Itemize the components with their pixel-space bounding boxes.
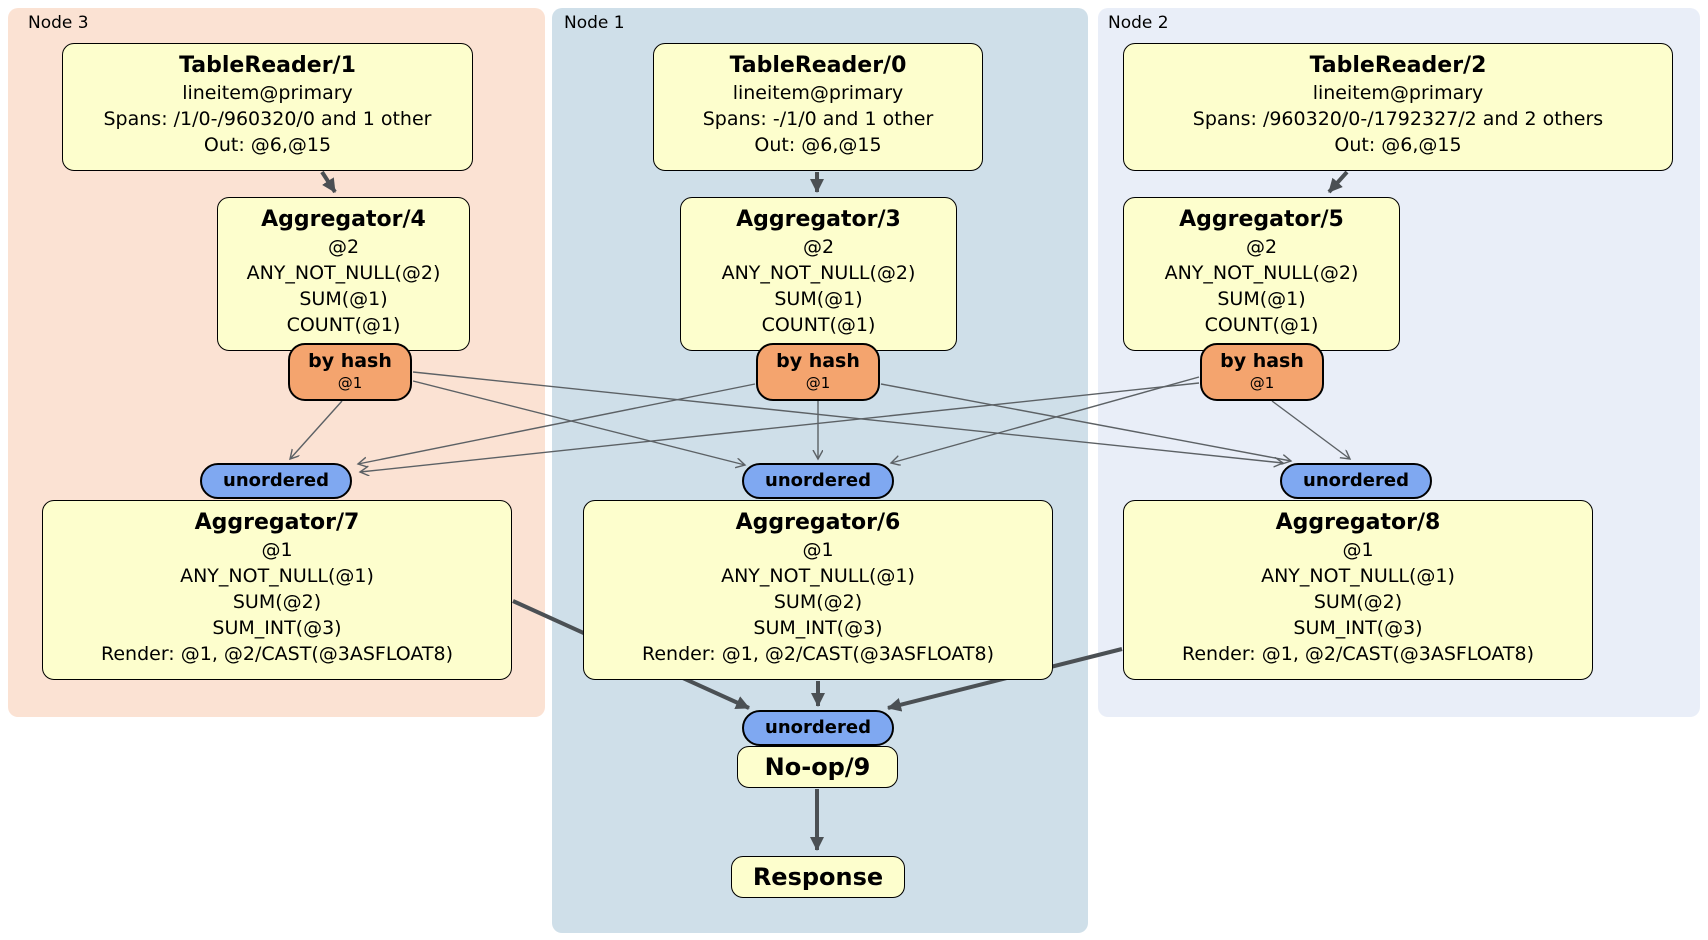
- aggregator3-box: Aggregator/3 @2 ANY_NOT_NULL(@2) SUM(@1)…: [680, 197, 957, 351]
- aggregator6-box: Aggregator/6 @1 ANY_NOT_NULL(@1) SUM(@2)…: [583, 500, 1053, 680]
- aggregator6-line: Render: @1, @2/CAST(@3ASFLOAT8): [642, 643, 994, 665]
- aggregator4-line: COUNT(@1): [286, 314, 401, 336]
- tablereader0-index: lineitem@primary: [732, 82, 904, 104]
- aggregator7-box: Aggregator/7 @1 ANY_NOT_NULL(@1) SUM(@2)…: [42, 500, 512, 680]
- aggregator8-line: SUM_INT(@3): [1293, 617, 1423, 639]
- aggregator7-line: @1: [261, 539, 293, 561]
- aggregator4-title: Aggregator/4: [261, 207, 426, 232]
- sync-label: unordered: [1303, 470, 1409, 491]
- tablereader0-title: TableReader/0: [729, 53, 907, 78]
- noop-title: No-op/9: [764, 753, 871, 781]
- aggregator5-line: ANY_NOT_NULL(@2): [1164, 262, 1359, 284]
- tablereader2-box: TableReader/2 lineitem@primary Spans: /9…: [1123, 43, 1673, 171]
- unordered-sync-node3: unordered: [200, 463, 352, 499]
- aggregator3-line: @2: [802, 236, 835, 258]
- node1-label: Node 1: [564, 13, 625, 33]
- aggregator3-line: SUM(@1): [774, 288, 863, 310]
- aggregator5-line: @2: [1245, 236, 1278, 258]
- tablereader2-index: lineitem@primary: [1312, 82, 1484, 104]
- tablereader1-index: lineitem@primary: [182, 82, 353, 104]
- node2-label: Node 2: [1108, 13, 1169, 33]
- tablereader2-title: TableReader/2: [1309, 53, 1487, 78]
- aggregator7-line: SUM_INT(@3): [212, 617, 342, 639]
- by-hash-router-node2: by hash @1: [1200, 343, 1324, 401]
- aggregator5-line: COUNT(@1): [1204, 314, 1319, 336]
- tablereader1-box: TableReader/1 lineitem@primary Spans: /1…: [62, 43, 473, 171]
- sync-label: unordered: [765, 470, 871, 491]
- sync-label: unordered: [223, 470, 329, 491]
- aggregator7-line: SUM(@2): [232, 591, 322, 613]
- aggregator4-box: Aggregator/4 @2 ANY_NOT_NULL(@2) SUM(@1)…: [217, 197, 470, 351]
- router-label: by hash: [1220, 350, 1304, 372]
- sync-label: unordered: [765, 717, 871, 738]
- aggregator6-line: SUM(@2): [773, 591, 863, 613]
- aggregator3-line: ANY_NOT_NULL(@2): [721, 262, 916, 284]
- unordered-sync-node2: unordered: [1280, 463, 1432, 499]
- unordered-sync-final: unordered: [742, 710, 894, 746]
- aggregator8-line: @1: [1342, 539, 1374, 561]
- tablereader1-out: Out: @6,@15: [203, 134, 332, 156]
- router-detail: @1: [1249, 374, 1275, 392]
- unordered-sync-node1: unordered: [742, 463, 894, 499]
- response-box: Response: [731, 856, 905, 898]
- aggregator8-box: Aggregator/8 @1 ANY_NOT_NULL(@1) SUM(@2)…: [1123, 500, 1593, 680]
- aggregator7-line: ANY_NOT_NULL(@1): [180, 565, 374, 587]
- by-hash-router-node1: by hash @1: [756, 343, 880, 401]
- router-detail: @1: [337, 374, 363, 392]
- noop-box: No-op/9: [737, 746, 898, 788]
- aggregator4-line: SUM(@1): [299, 288, 388, 310]
- aggregator8-line: SUM(@2): [1313, 591, 1403, 613]
- router-label: by hash: [308, 350, 392, 372]
- node3-label: Node 3: [28, 13, 89, 33]
- aggregator4-line: ANY_NOT_NULL(@2): [246, 262, 441, 284]
- tablereader1-spans: Spans: /1/0-/960320/0 and 1 other: [103, 108, 432, 130]
- tablereader0-spans: Spans: -/1/0 and 1 other: [702, 108, 934, 130]
- aggregator8-line: Render: @1, @2/CAST(@3ASFLOAT8): [1182, 643, 1534, 665]
- router-label: by hash: [776, 350, 860, 372]
- aggregator3-line: COUNT(@1): [761, 314, 876, 336]
- response-title: Response: [752, 863, 884, 891]
- tablereader2-out: Out: @6,@15: [1334, 134, 1462, 156]
- by-hash-router-node3: by hash @1: [288, 343, 412, 401]
- aggregator6-line: SUM_INT(@3): [753, 617, 883, 639]
- aggregator8-title: Aggregator/8: [1275, 510, 1441, 535]
- tablereader1-title: TableReader/1: [179, 53, 356, 78]
- tablereader0-out: Out: @6,@15: [754, 134, 882, 156]
- aggregator7-title: Aggregator/7: [194, 510, 360, 535]
- aggregator6-title: Aggregator/6: [735, 510, 901, 535]
- tablereader0-box: TableReader/0 lineitem@primary Spans: -/…: [653, 43, 983, 171]
- aggregator5-box: Aggregator/5 @2 ANY_NOT_NULL(@2) SUM(@1)…: [1123, 197, 1400, 351]
- aggregator6-line: ANY_NOT_NULL(@1): [721, 565, 915, 587]
- aggregator5-title: Aggregator/5: [1179, 207, 1344, 232]
- aggregator7-line: Render: @1, @2/CAST(@3ASFLOAT8): [101, 643, 453, 665]
- router-detail: @1: [805, 374, 831, 392]
- tablereader2-spans: Spans: /960320/0-/1792327/2 and 2 others: [1192, 108, 1604, 130]
- aggregator4-line: @2: [327, 236, 360, 258]
- aggregator6-line: @1: [802, 539, 834, 561]
- aggregator8-line: ANY_NOT_NULL(@1): [1261, 565, 1455, 587]
- aggregator5-line: SUM(@1): [1217, 288, 1306, 310]
- aggregator3-title: Aggregator/3: [736, 207, 901, 232]
